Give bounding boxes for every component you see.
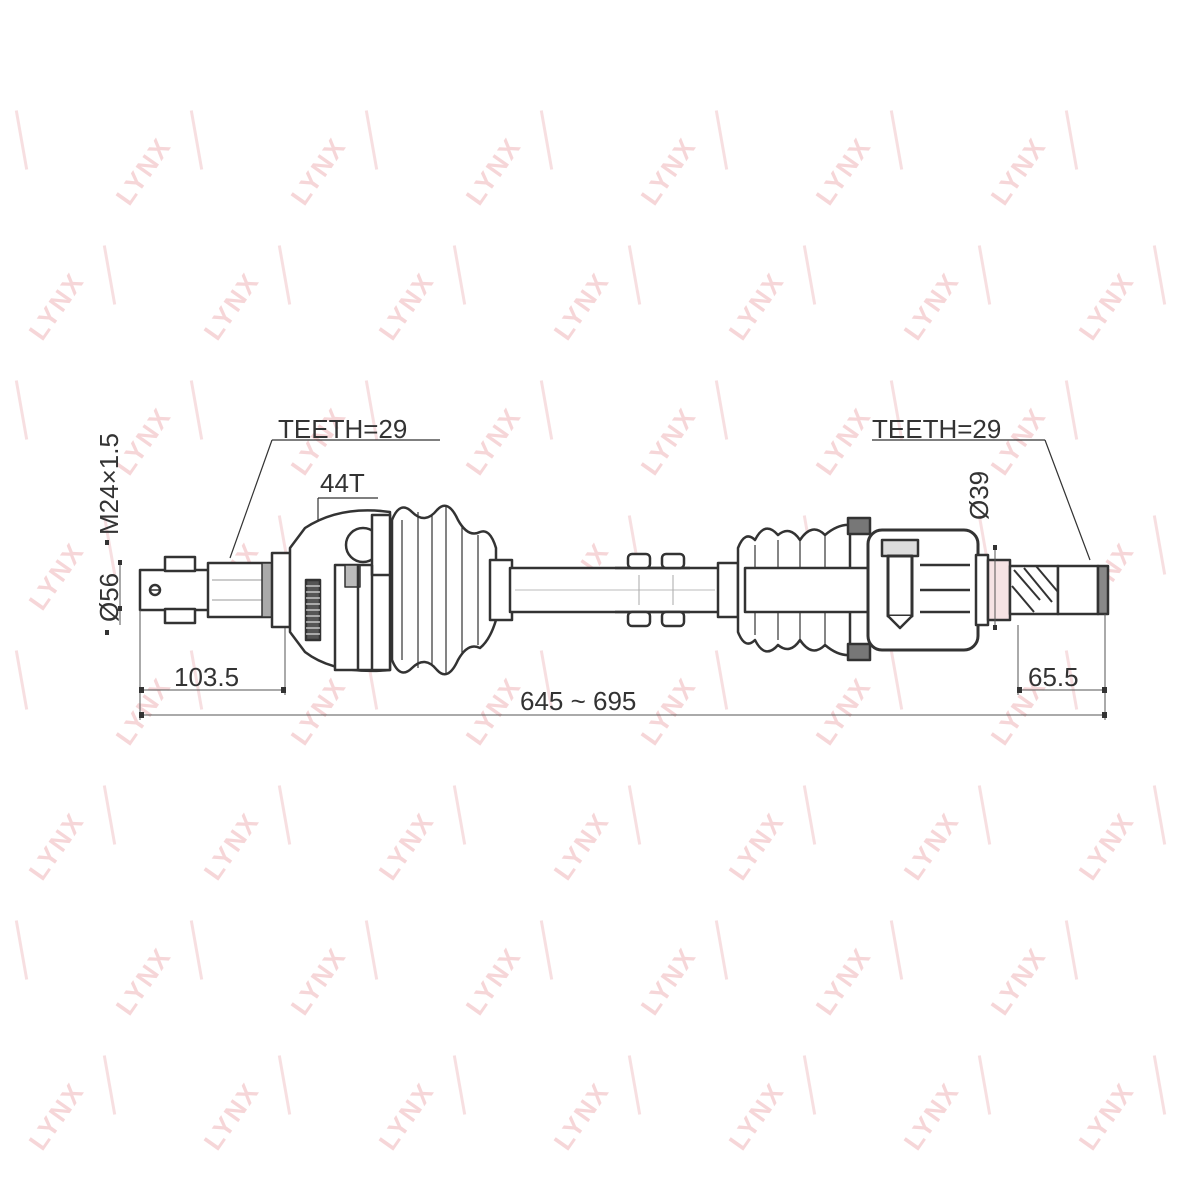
left-stub — [138, 551, 292, 629]
right-diameter-label: Ø39 — [964, 470, 994, 520]
inner-tripod-joint — [866, 528, 980, 652]
left-spline-teeth-label: TEETH=29 — [278, 414, 408, 444]
left-length-dimension: 103.5 — [174, 662, 240, 692]
right-stub — [974, 553, 1110, 627]
right-length-dimension: 65.5 — [1028, 662, 1079, 692]
outer-cv-joint — [288, 509, 392, 673]
left-diameter-label: Ø56 — [94, 572, 124, 622]
total-length-dimension: 645 ~ 695 — [520, 686, 637, 716]
main-shaft — [508, 552, 740, 628]
dimension-arrows — [105, 540, 1107, 718]
inner-boot — [736, 516, 882, 662]
dimension-lines — [119, 545, 1106, 720]
outer-boot — [390, 504, 514, 676]
left-thread-label: M24×1.5 — [94, 433, 124, 535]
leader-lines — [229, 439, 1091, 561]
abs-ring-teeth-label: 44T — [320, 468, 365, 498]
right-spline-teeth-label: TEETH=29 — [872, 414, 1002, 444]
